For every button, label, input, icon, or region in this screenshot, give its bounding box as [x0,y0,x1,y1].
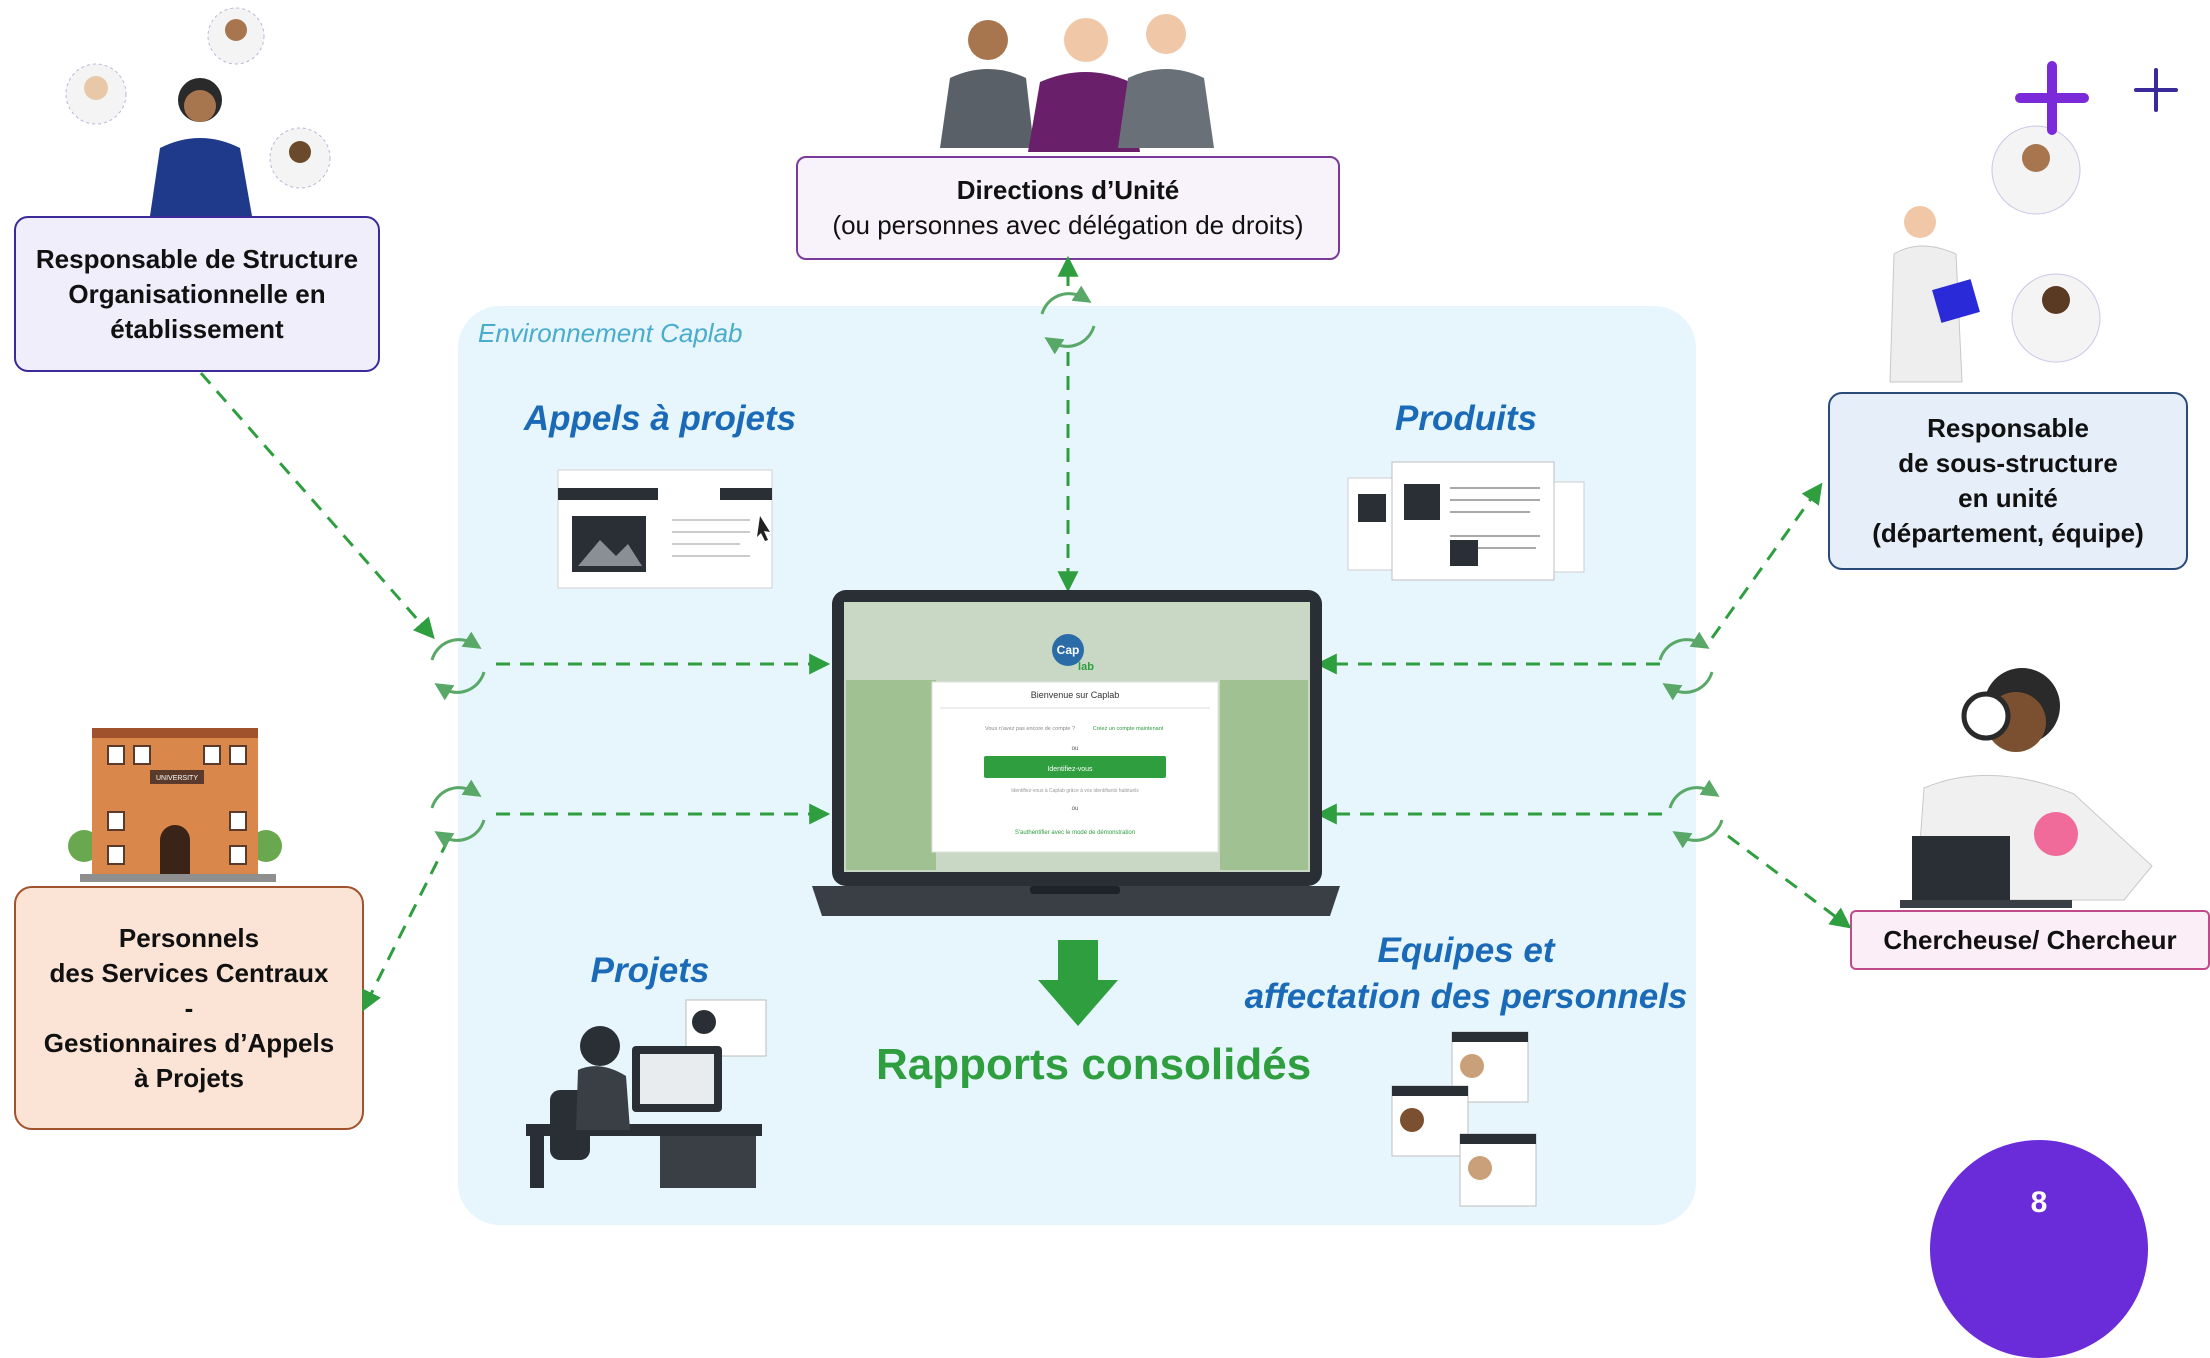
laptop-welcome: Bienvenue sur Caplab [1031,690,1120,700]
laptop-logo-lab: lab [1078,661,1094,673]
personnels-services-line: Gestionnaires d’Appels [43,1027,335,1058]
chercheur-label: Chercheuse/ Chercheur [1883,924,2177,955]
responsable-sous-structure-line: de sous-structure [1898,448,2118,478]
sync-icon [1040,285,1096,355]
sync-icon [1658,631,1714,701]
module-produits-label: Produits [1395,399,1537,438]
university-building-illustration: UNIVERSITY [68,728,282,882]
woman-presenter-illustration [65,7,331,216]
sync-icon [430,631,486,701]
module-appels-label: Appels à projets [523,399,797,438]
module-produits: Produits [1376,396,1556,442]
chercheur-box: Chercheuse/ Chercheur [1850,910,2210,970]
laptop-demo-link: S'authentifier avec le mode de démonstra… [1015,830,1135,836]
laptop-login-label: Identifiez-vous [1047,766,1093,773]
sync-icon [430,779,486,849]
researcher-illustration [1900,668,2153,908]
personnels-services-line: des Services Centraux [49,957,329,988]
responsable-structure-line: Responsable de Structure [35,243,359,274]
module-appels-a-projets: Appels à projets [500,396,820,442]
rapports-consolides-label: Rapports consolidés [876,1040,1312,1089]
responsable-structure-line: Organisationnelle en [68,278,326,309]
responsable-sous-structure-line: Responsable [1927,413,2089,443]
directions-people-illustration [940,14,1214,152]
laptop-illustration: Cap lab Bienvenue sur Caplab Vous n'avez… [812,590,1340,916]
arrow-services-link [362,839,450,1012]
laptop-ou-1: ou [1072,746,1079,752]
rapports-down-arrow [1038,940,1118,1026]
laptop-login-button [984,756,1166,778]
responsable-sous-structure-line: en unité [1958,483,2058,513]
laptop-ident-hint: Identifiez-vous à Caplab grâce à vos ide… [1011,788,1139,794]
laptop-logo-cap: Cap [1057,643,1080,657]
page-number: 8 [2030,1186,2048,1219]
module-equipes: Equipes et affectation des personnels [1226,928,1706,1020]
appels-mockup-illustration [557,469,773,589]
directions-unite-title: Directions d’Unité [956,175,1180,205]
arrow-sous-structure-link [1710,482,1823,639]
plus-decoration-icon [2015,61,2178,135]
produits-mockup-illustration [1347,461,1585,581]
sync-icon [1668,779,1724,849]
module-projets-label: Projets [590,951,710,990]
module-equipes-line: Equipes et [1377,931,1555,970]
module-equipes-line: affectation des personnels [1244,977,1688,1016]
arrow-chercheur-link [1727,834,1852,929]
responsable-sous-structure-line: (département, équipe) [1872,518,2144,548]
laptop-create-account: Créez un compte maintenant [1093,726,1164,732]
responsable-sous-structure-box: Responsable de sous-structure en unité (… [1828,392,2188,570]
arrow-structure-link [198,371,435,640]
laptop-no-account: Vous n'avez pas encore de compte ? [985,726,1075,732]
personnels-services-line: Personnels [118,922,260,953]
laptop-ou-2: ou [1072,806,1079,812]
environment-label: Environnement Caplab [478,318,743,348]
responsable-structure-box: Responsable de Structure Organisationnel… [14,216,380,372]
projets-person-illustration [526,999,767,1188]
directions-unite-subtitle: (ou personnes avec délégation de droits) [832,210,1304,240]
equipes-illustration [1391,1031,1537,1207]
module-projets: Projets [560,948,740,994]
directions-unite-box: Directions d’Unité (ou personnes avec dé… [796,156,1340,260]
diagram-graphics: Cap lab Bienvenue sur Caplab Vous n'avez… [65,7,2178,1207]
personnels-services-line: - [184,992,194,1023]
responsable-structure-line: établissement [110,313,284,344]
sync-icons [430,285,1724,849]
university-sign: UNIVERSITY [156,775,198,782]
personnels-services-box: Personnels des Services Centraux - Gesti… [14,886,364,1130]
personnels-services-line: à Projets [134,1062,244,1093]
scientists-illustration [1889,125,2101,383]
